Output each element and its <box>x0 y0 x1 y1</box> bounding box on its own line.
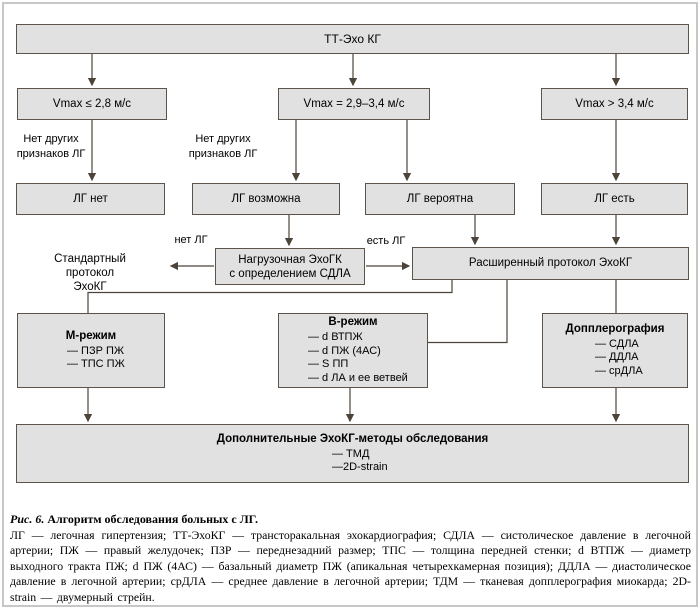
box-label: ЛГ вероятна <box>406 192 474 205</box>
flowchart-box-lg-possible: ЛГ возможна <box>192 183 340 215</box>
label-no-other-signs-mid: Нет других признаков ЛГ <box>181 132 265 161</box>
flowchart-box-additional-methods: Дополнительные ЭхоКГ-методы обследования… <box>16 424 689 483</box>
box-item: — S ПП <box>308 358 349 370</box>
box-label: ЛГ есть <box>594 192 635 205</box>
label-no-other-signs-left: Нет других признаков ЛГ <box>9 132 93 161</box>
label-no-lg: нет ЛГ <box>174 234 208 246</box>
box-label: Vmax = 2,9–3,4 м/с <box>303 97 405 110</box>
box-label: ЛГ возможна <box>231 192 301 205</box>
flowchart-box-b-mode: В-режим — d ВТПЖ — d ПЖ (4АС) — S ПП — d… <box>278 313 428 388</box>
box-item: — ТМД <box>332 447 370 460</box>
box-item: — срДЛА <box>595 364 643 377</box>
box-title: М-режим <box>65 329 117 342</box>
figure-title: Алгоритм обследования больных с ЛГ. <box>44 512 258 526</box>
box-item: — d ВТПЖ <box>308 331 363 343</box>
box-title: В-режим <box>328 316 378 328</box>
box-title: Дополнительные ЭхоКГ-методы обследования <box>216 432 489 445</box>
connector-extended-to-b-mode <box>428 280 508 344</box>
label-line: ЭхоКГ <box>73 281 107 293</box>
caption-legend: ЛГ — легочная гипертензия; ТТ-ЭхоКГ — тр… <box>10 528 691 604</box>
box-label: Нагрузочная ЭхоГК <box>238 253 342 266</box>
box-item: — d ПЖ (4АС) <box>308 344 381 357</box>
flowchart-box-vmax-high: Vmax > 3,4 м/с <box>541 88 688 120</box>
flowchart-box-vmax-mid: Vmax = 2,9–3,4 м/с <box>278 88 430 120</box>
box-label: с определением СДЛА <box>229 267 351 280</box>
label-line: признаков ЛГ <box>188 147 258 160</box>
flowchart-box-stress-echo: Нагрузочная ЭхоГК с определением СДЛА <box>215 248 365 285</box>
figure-caption: Рис. 6. Алгоритм обследования больных с … <box>10 512 691 605</box>
flowchart-box-vmax-low: Vmax ≤ 2,8 м/с <box>17 88 167 120</box>
flowchart-box-lg-probable: ЛГ вероятна <box>365 183 515 215</box>
box-item: — ТПС ПЖ <box>67 358 125 370</box>
connector-extended-to-m-mode <box>87 280 453 313</box>
label-line: Нет других <box>195 133 251 145</box>
box-item: — ДДЛА <box>595 351 639 364</box>
label-line: Нет других <box>23 133 79 145</box>
flowchart-box-doppler: Допплерография — СДЛА — ДДЛА — срДЛА <box>542 313 688 388</box>
caption-heading: Рис. 6. Алгоритм обследования больных с … <box>10 512 691 527</box>
box-label: Vmax ≤ 2,8 м/с <box>52 97 132 110</box>
flowchart-box-lg-present: ЛГ есть <box>541 183 688 215</box>
box-title: Допплерография <box>565 322 665 335</box>
box-item: — СДЛА <box>595 337 639 350</box>
flowchart-box-extended-protocol: Расширенный протокол ЭхоКГ <box>412 247 689 280</box>
label-yes-lg: есть ЛГ <box>366 235 406 247</box>
flowchart-box-m-mode: М-режим — ПЗР ПЖ — ТПС ПЖ <box>17 313 165 388</box>
box-item: — ПЗР ПЖ <box>67 344 125 357</box>
label-line: признаков ЛГ <box>16 147 86 160</box>
box-item: — d ЛА и ее ветвей <box>308 371 408 384</box>
box-label: ТТ-Эхо КГ <box>324 31 381 46</box>
box-label: ЛГ нет <box>73 192 108 205</box>
box-item: —2D-strain <box>332 461 388 473</box>
label-standard-protocol: Стандартный протокол ЭхоКГ <box>30 252 150 294</box>
label-line: Стандартный протокол <box>54 253 126 279</box>
flowchart-box-lg-none: ЛГ нет <box>16 183 165 215</box>
flowchart-box-tt-echo: ТТ-Эхо КГ <box>16 24 689 54</box>
box-label: Расширенный протокол ЭхоКГ <box>468 257 633 269</box>
figure-number: Рис. 6. <box>10 512 45 526</box>
box-label: Vmax > 3,4 м/с <box>575 97 654 110</box>
